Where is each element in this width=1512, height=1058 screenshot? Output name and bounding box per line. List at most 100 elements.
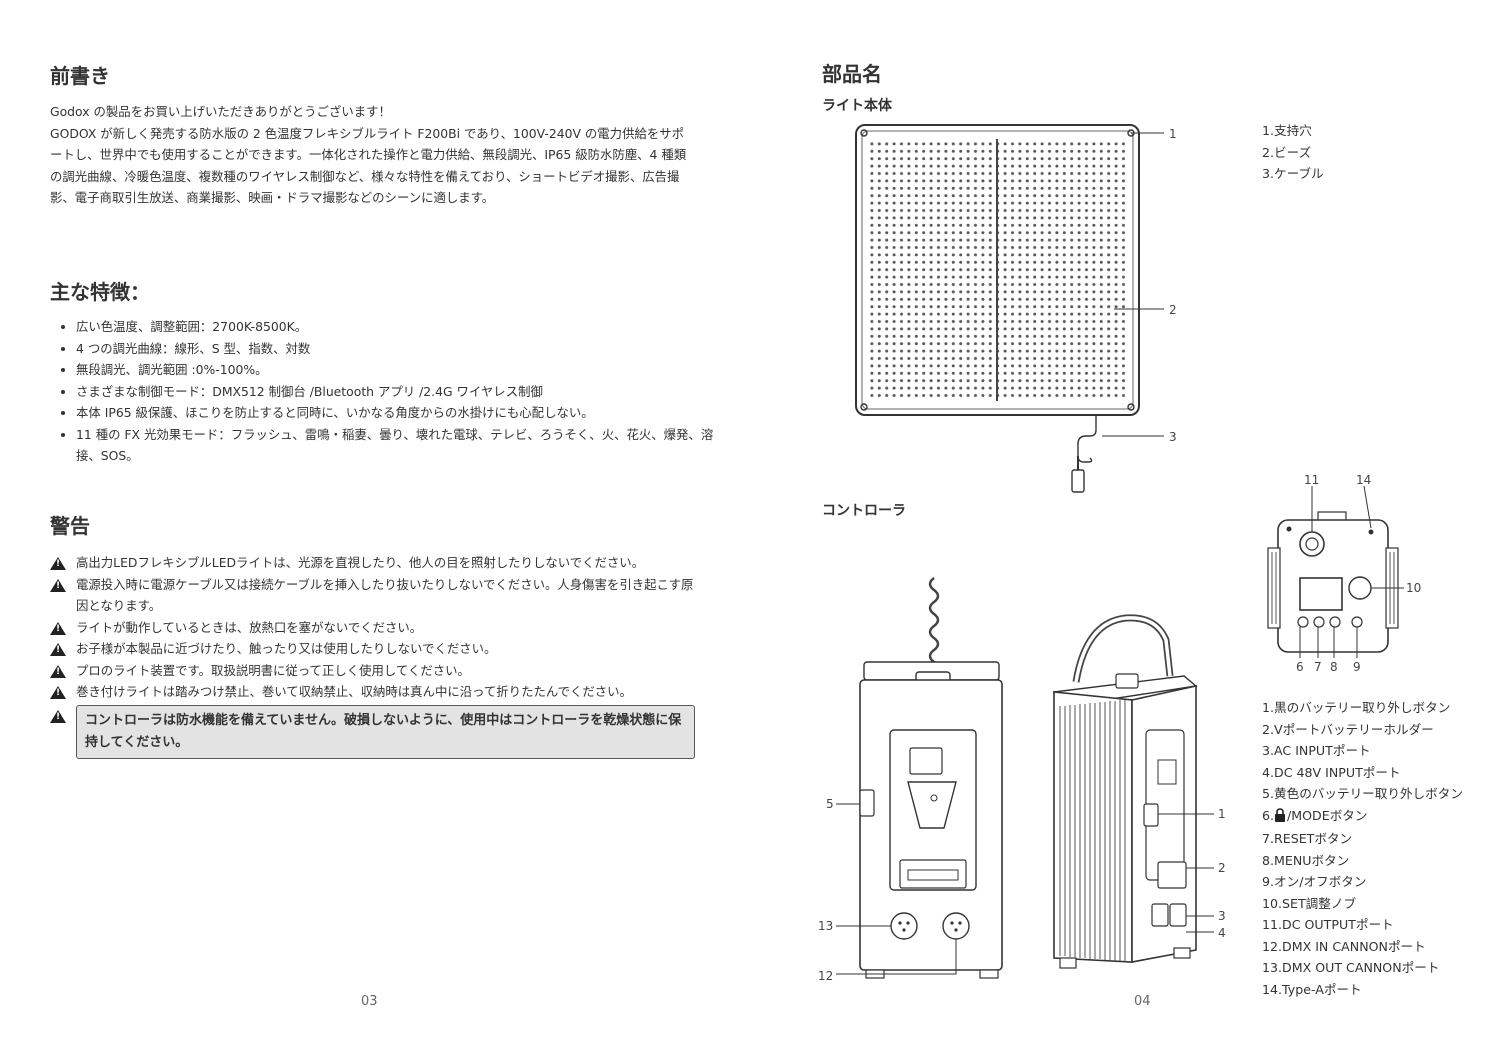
menu-button-icon [1329, 616, 1341, 628]
power-button-icon [1351, 616, 1363, 628]
legend-item: 11.DC OUTPUTポート [1262, 917, 1394, 932]
warning-icon [50, 621, 66, 635]
warning-item: 高出力LEDフレキシブルLEDライトは、光源を直視したり、他人の目を照射したりし… [50, 552, 695, 574]
vport-battery-holder-icon [1157, 861, 1187, 889]
callout-14: 14 [1356, 473, 1371, 487]
callout-6: 6 [1296, 660, 1304, 674]
legend-item: 2.Vポートバッテリーホルダー [1262, 721, 1434, 737]
callout-12: 12 [818, 969, 833, 983]
controller-front-diagram: 5 13 12 [818, 577, 1003, 983]
callout-2: 2 [1169, 303, 1177, 317]
callout-4: 4 [1218, 926, 1226, 940]
callout-3: 3 [1218, 909, 1226, 923]
callout-13: 13 [818, 919, 833, 933]
preface-body: Godox の製品をお買い上げいただきありがとうございます！ GODOX が新し… [50, 101, 695, 209]
warning-text: 電源投入時に電源ケーブル又は接続ケーブルを挿入したり抜いたりしないでください。人… [76, 576, 694, 614]
legend-item: 4.DC 48V INPUTポート [1262, 764, 1401, 780]
light-section-title: ライト本体 [822, 98, 892, 114]
page-number-right: 04 [1134, 994, 1151, 1009]
callout-10: 10 [1406, 581, 1421, 595]
dc-output-port-icon [1299, 531, 1325, 557]
callout-5: 5 [826, 797, 834, 811]
callout-3: 3 [1169, 430, 1177, 444]
legend-item: 14.Type-Aポート [1262, 981, 1362, 997]
ac-input-port-icon [1151, 903, 1169, 927]
warning-text: 巻き付けライトは踏みつけ禁止、巻いて収納禁止、収納時は真ん中に沿って折りたたんで… [76, 684, 632, 699]
legend-item: 3.ケーブル [1262, 166, 1324, 181]
legend-item: 13.DMX OUT CANNONポート [1262, 960, 1440, 975]
controller-parts-legend: 1.黒のバッテリー取り外しボタン 2.Vポートバッテリーホルダー 3.AC IN… [1262, 697, 1463, 1000]
black-release-button-icon [1143, 803, 1159, 827]
legend-item: 12.DMX IN CANNONポート [1262, 938, 1426, 954]
warning-text: お子様が本製品に近づけたり、触ったり又は使用したりしないでください。 [76, 641, 497, 656]
warning-item: 巻き付けライトは踏みつけ禁止、巻いて収納禁止、収納時は真ん中に沿って折りたたんで… [50, 681, 695, 703]
yellow-release-button-icon [859, 789, 875, 817]
warning-item: 電源投入時に電源ケーブル又は接続ケーブルを挿入したり抜いたりしないでください。人… [50, 574, 695, 617]
legend-item-6-number: 6. [1262, 807, 1275, 823]
warning-text: ライトが動作しているときは、放熱口を塞がないでください。 [76, 619, 423, 635]
warning-item: プロのライト装置です。取扱説明書に従って正しく使用してください。 [50, 660, 695, 682]
preface-title: 前書き [50, 64, 110, 88]
feature-item: 11 種の FX 光効果モード：フラッシュ、雷鳴・稲妻、曇り、壊れた電球、テレビ… [76, 424, 716, 467]
callout-7: 7 [1314, 660, 1322, 674]
legend-item: 2.ビーズ [1262, 144, 1312, 160]
warning-item-boxed: コントローラは防水機能を備えていません。破損しないように、使用中はコントローラを… [50, 704, 695, 759]
legend-item: 5.黄色のバッテリー取り外しボタン [1262, 786, 1463, 801]
features-title: 主な特徴： [50, 280, 150, 304]
warning-item: お子様が本製品に近づけたり、触ったり又は使用したりしないでください。 [50, 638, 695, 660]
warning-text: プロのライト装置です。取扱説明書に従って正しく使用してください。 [76, 662, 470, 678]
feature-item: 4 つの調光曲線：線形、S 型、指数、対数 [76, 338, 716, 360]
feature-item: 無段調光、調光範囲 :0%-100%。 [76, 359, 716, 381]
dc-input-port-icon [1169, 903, 1187, 927]
legend-item: 1.支持穴 [1262, 123, 1312, 138]
controller-side-diagram: 1 2 3 4 [1052, 614, 1226, 969]
controller-section-title: コントローラ [822, 503, 906, 519]
callout-8: 8 [1330, 660, 1338, 674]
feature-item: 本体 IP65 級保護、ほこりを防止すると同時に、いかなる角度からの水掛けにも心… [76, 402, 716, 424]
legend-item: 9.オン/オフボタン [1262, 874, 1367, 889]
legend-item-6-label: /MODEボタン [1287, 807, 1368, 823]
legend-item: 1.黒のバッテリー取り外しボタン [1262, 700, 1451, 715]
dmx-out-port-icon [890, 912, 918, 940]
legend-item: 10.SET調整ノブ [1262, 895, 1357, 911]
legend-item: 3.AC INPUTポート [1262, 743, 1371, 758]
lock-icon [1274, 807, 1286, 829]
legend-item: 8.MENUボタン [1262, 852, 1350, 868]
right-page: 部品名 ライト本体 1 2 3 1.支持穴 2.ビーズ 3.ケーブル コントロー… [756, 0, 1512, 1058]
warning-icon [50, 578, 66, 592]
feature-item: 広い色温度、調整範囲：2700K-8500K。 [76, 316, 716, 338]
type-a-port-icon [1368, 529, 1374, 535]
reset-button-icon [1313, 616, 1325, 628]
warning-icon [50, 664, 66, 678]
dmx-in-port-icon [942, 912, 970, 940]
warning-icon [50, 686, 66, 699]
callout-11: 11 [1304, 473, 1319, 487]
preface-paragraph-2: GODOX が新しく発売する防水版の 2 色温度フレキシブルライト F200Bi… [50, 125, 687, 206]
callout-2: 2 [1218, 861, 1226, 875]
features-list: 広い色温度、調整範囲：2700K-8500K。 4 つの調光曲線：線形、S 型、… [58, 316, 716, 467]
warnings-list: 高出力LEDフレキシブルLEDライトは、光源を直視したり、他人の目を照射したりし… [50, 552, 695, 759]
warnings-title: 警告 [50, 514, 90, 538]
callout-9: 9 [1353, 660, 1361, 674]
callout-1: 1 [1218, 807, 1226, 821]
light-parts-legend: 1.支持穴 2.ビーズ 3.ケーブル [1262, 120, 1324, 185]
display-screen [1299, 577, 1343, 611]
page-number-left: 03 [361, 994, 378, 1009]
controller-panel-diagram: 11 14 10 6 7 8 9 [1267, 473, 1421, 674]
controller-waterproof-note: コントローラは防水機能を備えていません。破損しないように、使用中はコントローラを… [76, 704, 695, 759]
warning-icon [50, 643, 66, 656]
callout-1: 1 [1169, 127, 1177, 141]
support-hole-icon [860, 129, 868, 137]
set-knob-icon [1348, 576, 1372, 600]
feature-item: さまざまな制御モード：DMX512 制御台 /Bluetooth アプリ /2.… [76, 381, 716, 403]
light-panel-diagram: 1 2 3 [855, 124, 1177, 493]
legend-item: 6. /MODEボタン [1262, 805, 1463, 829]
warning-text: 高出力LEDフレキシブルLEDライトは、光源を直視したり、他人の目を照射したりし… [76, 555, 645, 570]
legend-item: 7.RESETボタン [1262, 831, 1353, 846]
warning-icon [50, 557, 66, 570]
mode-button-icon [1297, 616, 1309, 628]
parts-title: 部品名 [822, 62, 882, 86]
left-page: 前書き Godox の製品をお買い上げいただきありがとうございます！ GODOX… [0, 0, 756, 1058]
warning-item: ライトが動作しているときは、放熱口を塞がないでください。 [50, 617, 695, 639]
warning-icon [50, 709, 66, 723]
